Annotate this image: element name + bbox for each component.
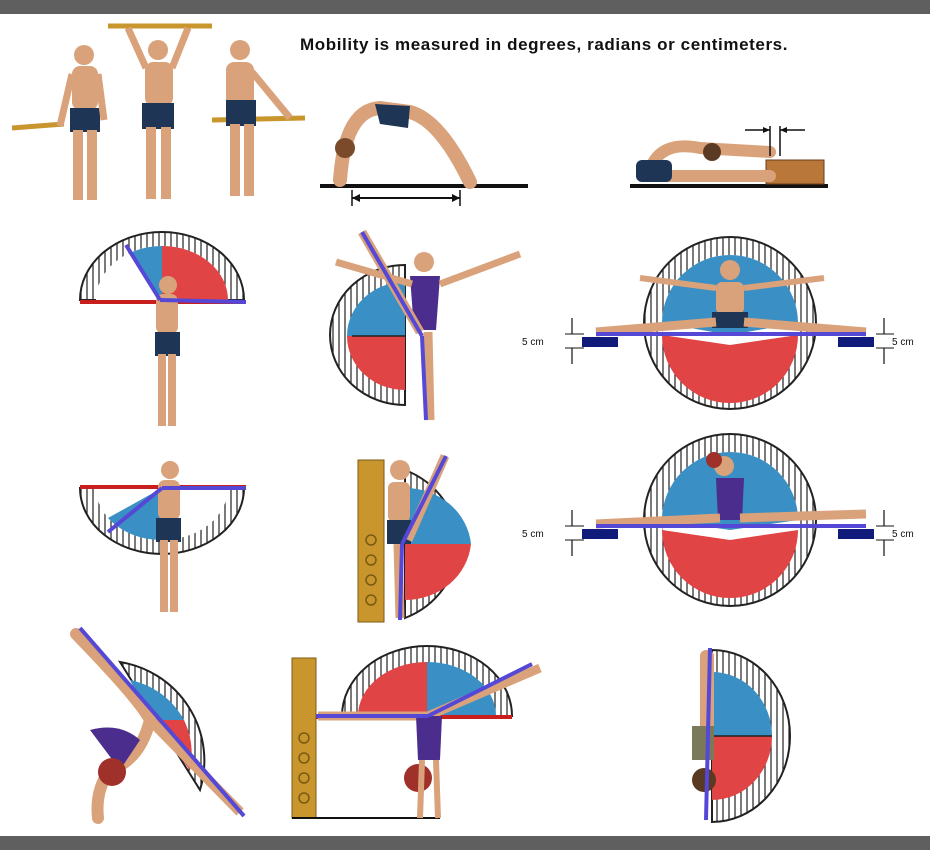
handstand-split-protractor <box>292 646 540 818</box>
standing-men-with-stick <box>12 26 305 200</box>
walkover-protractor <box>76 628 244 818</box>
cm-label-right-row2: 5 cm <box>892 337 914 348</box>
handstand-vertical-protractor <box>692 648 790 822</box>
stick-1 <box>12 124 64 128</box>
man-figure-1 <box>60 45 104 200</box>
stick-3 <box>212 118 305 120</box>
standing-leg-raise-protractor <box>358 456 471 622</box>
cm-label-left-row2: 5 cm <box>522 337 544 348</box>
sit-and-reach-figure <box>630 126 828 186</box>
cm-label-right-row3: 5 cm <box>892 529 914 540</box>
shoulder-extension-protractor <box>80 461 246 612</box>
cm-label-left-row3: 5 cm <box>522 529 544 540</box>
side-split-protractor-row2 <box>565 237 894 409</box>
front-split-protractor-row3 <box>565 434 894 606</box>
man-figure-2 <box>128 28 188 199</box>
leg-raise-protractor <box>330 232 520 420</box>
shoulder-flexion-protractor <box>80 232 246 426</box>
bridge-pose-figure <box>320 104 528 206</box>
